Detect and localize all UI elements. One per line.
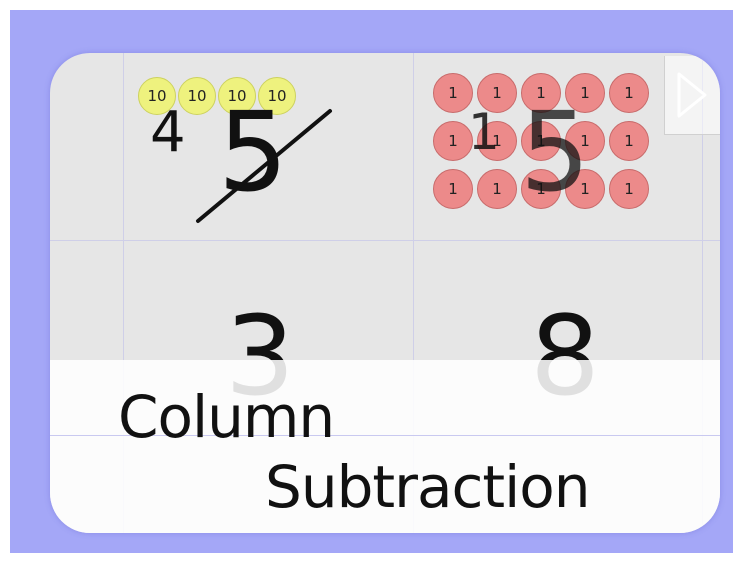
one-counter: 1	[609, 73, 649, 113]
ones-minuend-digit: 5	[520, 97, 590, 207]
grid-line	[50, 240, 720, 241]
one-counter: 1	[433, 169, 473, 209]
play-button[interactable]	[664, 56, 720, 135]
title-line-2: Subtraction	[265, 458, 590, 516]
crossout-mark	[190, 103, 340, 233]
one-counter: 1	[433, 73, 473, 113]
one-counter: 1	[609, 169, 649, 209]
one-counter: 1	[609, 121, 649, 161]
one-counter: 1	[477, 169, 517, 209]
one-counter: 1	[433, 121, 473, 161]
regrouped-tens-digit: 4	[150, 105, 186, 161]
title-line-1: Column	[118, 388, 334, 446]
play-icon	[665, 56, 720, 134]
lesson-thumbnail-card[interactable]: 10 10 10 10 1 1 1 1 1 1 1 1 1 1 1 1 1 1 …	[50, 53, 720, 533]
regrouped-ones-prefix: 1	[468, 107, 500, 157]
